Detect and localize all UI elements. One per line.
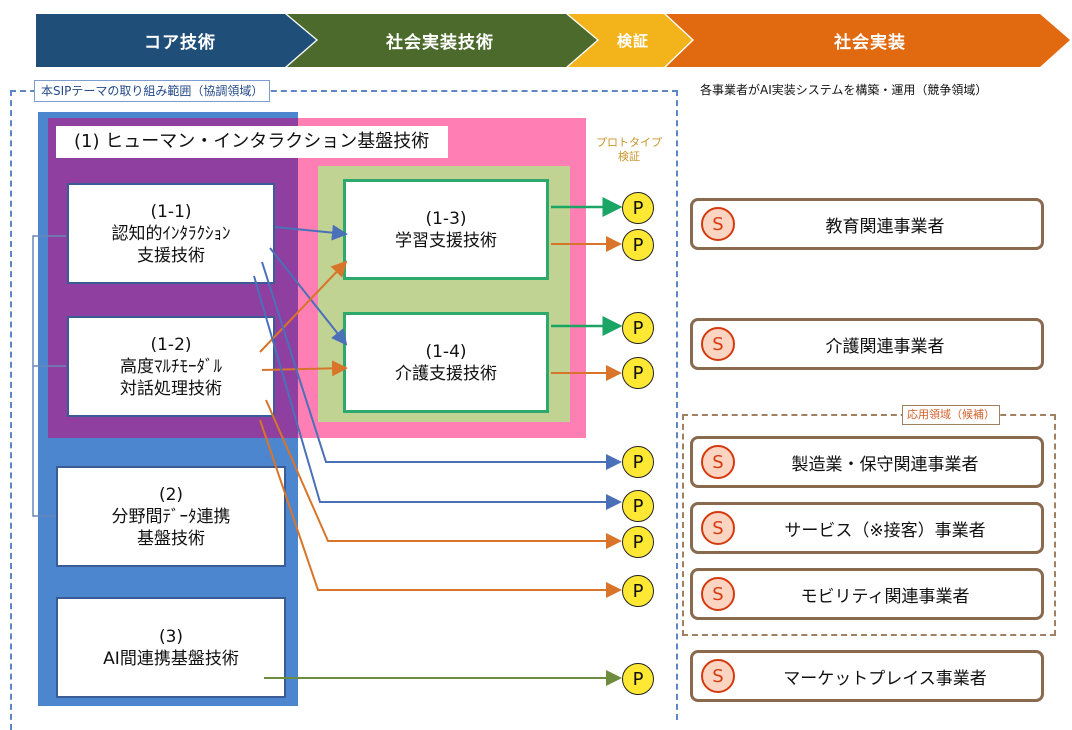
- s-badge: S: [701, 511, 735, 545]
- application-label: 応用領域（候補）: [902, 405, 1000, 425]
- s-badge: S: [701, 207, 735, 241]
- header-social-tech-label: 社会実装技術: [386, 33, 494, 53]
- p-badge-1: P: [622, 192, 654, 224]
- scope-label: 本SIPテーマの取り組み範囲（協調領域）: [34, 80, 271, 102]
- prototype-label: プロトタイプ 検証: [596, 136, 662, 164]
- company-name: 介護関連事業者: [825, 336, 945, 357]
- p-badge-2: P: [622, 229, 654, 261]
- tech-1-1-box: (1-1) 認知的ｲﾝﾀﾗｸｼｮﾝ 支援技術: [67, 183, 275, 284]
- header-chevrons: [36, 14, 1070, 67]
- arrow-11-13: [274, 224, 348, 241]
- tech-1-2-num: (1-2): [150, 334, 192, 355]
- company-name: サービス（※接客）事業者: [784, 520, 986, 541]
- competition-label: 各事業者がAI実装システムを構築・運用（競争領域）: [700, 83, 988, 97]
- p-badge-4: P: [622, 357, 654, 389]
- tech-1-3-line1: 学習支援技術: [395, 230, 497, 251]
- company-education: S 教育関連事業者: [690, 198, 1044, 250]
- s-badge: S: [701, 577, 735, 611]
- arrow-12-14: [261, 360, 348, 377]
- chevron-social-impl: [666, 14, 1070, 67]
- scope-region-top-left: [10, 90, 678, 730]
- company-name: マーケットプレイス事業者: [783, 668, 987, 689]
- tech-1-2-line2: 対話処理技術: [120, 378, 222, 399]
- p-badge-6: P: [622, 490, 654, 522]
- p-badge-7: P: [622, 526, 654, 558]
- s-badge: S: [701, 327, 735, 361]
- p-badge-3: P: [622, 312, 654, 344]
- chevron-verify: [568, 14, 692, 67]
- prototype-label-line2: 検証: [618, 150, 640, 163]
- p-badge-9: P: [622, 663, 654, 695]
- tech-1-4-line1: 介護支援技術: [395, 363, 497, 384]
- tech-1-2-line1: 高度ﾏﾙﾁﾓｰﾀﾞﾙ: [120, 356, 222, 377]
- chevron-core: [36, 14, 316, 67]
- company-care: S 介護関連事業者: [690, 318, 1044, 370]
- tech-1-1-num: (1-1): [150, 201, 192, 222]
- s-badge: S: [701, 659, 735, 693]
- company-marketplace: S マーケットプレイス事業者: [690, 650, 1044, 702]
- s-badge: S: [701, 445, 735, 479]
- arrow-11-p-1: [261, 261, 622, 470]
- header-social-impl-label: 社会実装: [834, 33, 906, 53]
- theme1-title: (1) ヒューマン・インタラクション基盤技術: [56, 126, 448, 158]
- header-verify-label: 検証: [616, 32, 649, 50]
- tech-1-1-line2: 支援技術: [137, 245, 205, 266]
- tech-1-3-num: (1-3): [425, 208, 467, 229]
- p-badge-8: P: [622, 575, 654, 607]
- arrow-12-p-1: [265, 399, 622, 549]
- tech-3-box: (3) AI間連携基盤技術: [56, 597, 286, 698]
- p-badge-5: P: [622, 446, 654, 478]
- tech-1-3-box: (1-3) 学習支援技術: [343, 179, 549, 280]
- scope-region-right-border: [676, 90, 678, 720]
- company-name: 教育関連事業者: [825, 216, 945, 237]
- tech-2-box: (2) 分野間ﾃﾞｰﾀ連携 基盤技術: [56, 466, 286, 567]
- arrow-12-p-2: [259, 419, 622, 598]
- arrow-12-13: [259, 260, 348, 353]
- company-name: 製造業・保守関連事業者: [791, 454, 979, 475]
- left-bracket-line: [32, 235, 66, 517]
- tech-2-num: (2): [158, 484, 184, 505]
- header-core-label: コア技術: [144, 33, 216, 53]
- tech-1-1-line1: 認知的ｲﾝﾀﾗｸｼｮﾝ: [111, 223, 231, 244]
- tech-1-4-num: (1-4): [425, 341, 467, 362]
- application-region: [682, 414, 1056, 636]
- tech-2-line1: 分野間ﾃﾞｰﾀ連携: [111, 506, 231, 527]
- company-service: S サービス（※接客）事業者: [690, 502, 1044, 554]
- prototype-label-line1: プロトタイプ: [596, 136, 662, 149]
- tech-3-line1: AI間連携基盤技術: [103, 648, 239, 669]
- company-manufacturing: S 製造業・保守関連事業者: [690, 436, 1044, 488]
- company-name: モビリティ関連事業者: [800, 586, 970, 607]
- arrow-11-14: [269, 247, 348, 346]
- company-mobility: S モビリティ関連事業者: [690, 568, 1044, 620]
- tech-3-num: (3): [158, 626, 184, 647]
- chevron-social-tech: [287, 14, 597, 67]
- arrow-11-p-2: [253, 275, 622, 510]
- tech-2-line2: 基盤技術: [137, 528, 205, 549]
- tech-1-2-box: (1-2) 高度ﾏﾙﾁﾓｰﾀﾞﾙ 対話処理技術: [67, 316, 275, 417]
